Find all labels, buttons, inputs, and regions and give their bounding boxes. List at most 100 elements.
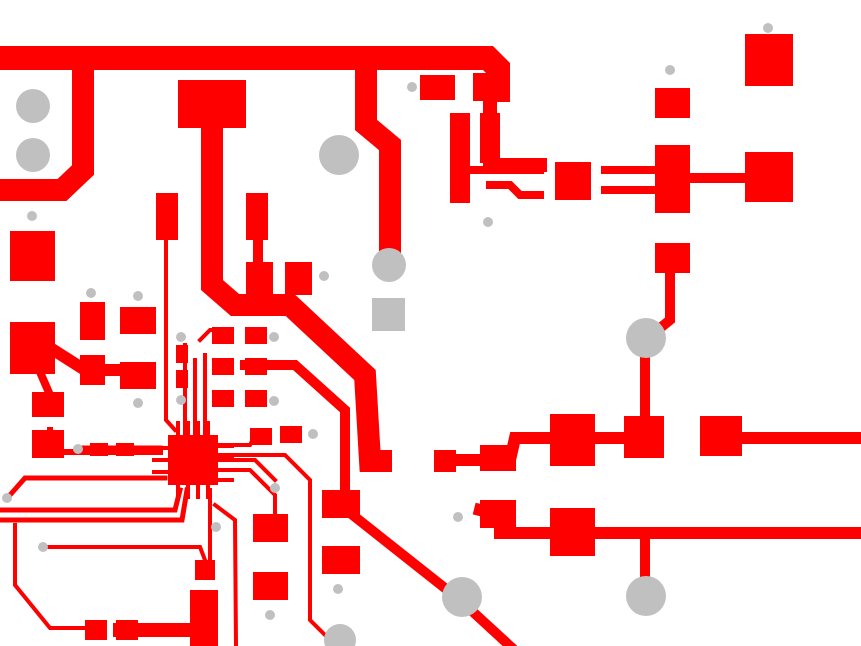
- smd-pad: [190, 590, 218, 646]
- ic-pin: [218, 468, 234, 472]
- small-via: [763, 23, 773, 33]
- smd-pad: [253, 572, 288, 600]
- smd-pad: [246, 262, 273, 295]
- smd-pad: [624, 416, 664, 458]
- smd-pad: [212, 358, 234, 375]
- ic-pin: [196, 421, 200, 435]
- ic-pin: [186, 485, 190, 499]
- smd-pad: [480, 500, 516, 528]
- smd-pad: [450, 113, 470, 203]
- square-through-hole-pad: [372, 298, 405, 331]
- small-via: [176, 332, 186, 342]
- smd-pad: [655, 88, 690, 118]
- smd-pad: [745, 152, 793, 202]
- copper-trace: [13, 523, 92, 630]
- copper-trace: [34, 366, 56, 401]
- smd-pad: [655, 243, 690, 273]
- through-hole-via: [16, 138, 50, 172]
- small-via: [133, 398, 143, 408]
- small-via: [333, 584, 343, 594]
- small-via: [308, 429, 318, 439]
- smd-pad: [246, 193, 268, 240]
- through-hole-via: [626, 576, 666, 616]
- small-via: [211, 522, 221, 532]
- smd-pad: [700, 416, 742, 456]
- smd-pad: [116, 620, 138, 640]
- smd-pad: [745, 34, 793, 86]
- ic-pin: [186, 421, 190, 435]
- smd-pad: [32, 392, 64, 417]
- smd-pad: [245, 327, 267, 344]
- copper-trace: [355, 47, 401, 273]
- small-via: [265, 610, 275, 620]
- small-via: [176, 395, 186, 405]
- smd-pad: [32, 430, 64, 458]
- small-via: [269, 332, 279, 342]
- small-via: [38, 542, 48, 552]
- smd-pad: [178, 80, 246, 128]
- through-hole-via: [372, 248, 406, 282]
- smd-pad: [420, 75, 455, 100]
- smd-pad: [655, 145, 690, 213]
- smd-pad: [434, 450, 456, 472]
- smd-pad: [322, 546, 360, 574]
- ic-pin: [176, 421, 180, 435]
- smd-pad: [120, 307, 156, 334]
- small-via: [269, 396, 279, 406]
- small-via: [407, 82, 417, 92]
- copper-trace: [43, 545, 208, 563]
- mounting-holes-layer: [372, 298, 405, 331]
- smd-pad: [245, 390, 267, 407]
- ic-pin: [218, 456, 234, 460]
- small-via: [665, 65, 675, 75]
- smd-pad: [473, 73, 509, 101]
- through-hole-via: [626, 318, 666, 358]
- ic-pin: [152, 458, 168, 462]
- smd-pad: [212, 327, 234, 344]
- smd-pad: [322, 490, 360, 518]
- smd-pad: [212, 390, 234, 407]
- through-hole-via: [16, 89, 50, 123]
- ic-pin: [218, 444, 234, 448]
- ic-pins-layer: [152, 421, 234, 499]
- ic-pin: [152, 470, 168, 474]
- ic-pin: [206, 485, 210, 499]
- through-hole-via: [319, 135, 359, 175]
- smd-pad: [156, 193, 178, 240]
- smd-pad: [280, 426, 302, 443]
- copper-trace: [486, 181, 544, 199]
- vias-layer: [2, 23, 773, 646]
- smd-pad: [253, 514, 288, 542]
- ic-pin: [196, 485, 200, 499]
- smd-pad: [480, 113, 500, 163]
- smd-pad: [360, 450, 392, 472]
- small-via: [270, 483, 280, 493]
- through-hole-via: [442, 577, 482, 617]
- smd-pad: [90, 443, 108, 456]
- copper-trace: [213, 453, 333, 643]
- smd-pad: [550, 508, 595, 556]
- smd-pad: [550, 414, 595, 466]
- smd-pad: [176, 345, 188, 363]
- copper-trace: [0, 487, 190, 523]
- smd-pad: [176, 370, 188, 388]
- smd-pad: [285, 262, 312, 295]
- small-via: [2, 493, 12, 503]
- copper-trace: [201, 104, 382, 472]
- small-via: [86, 288, 96, 298]
- copper-trace: [240, 360, 350, 510]
- small-via: [483, 217, 493, 227]
- small-via: [319, 271, 329, 281]
- smd-pad: [480, 445, 516, 471]
- copper-trace: [212, 502, 239, 646]
- smd-pad: [80, 302, 105, 340]
- smd-pad: [85, 620, 107, 640]
- copper-trace: [0, 47, 94, 201]
- ic-pin: [152, 446, 168, 450]
- smd-pad: [80, 355, 105, 385]
- small-via: [27, 211, 37, 221]
- smd-pad: [168, 435, 218, 485]
- small-via: [73, 444, 83, 454]
- smd-pad: [10, 231, 55, 281]
